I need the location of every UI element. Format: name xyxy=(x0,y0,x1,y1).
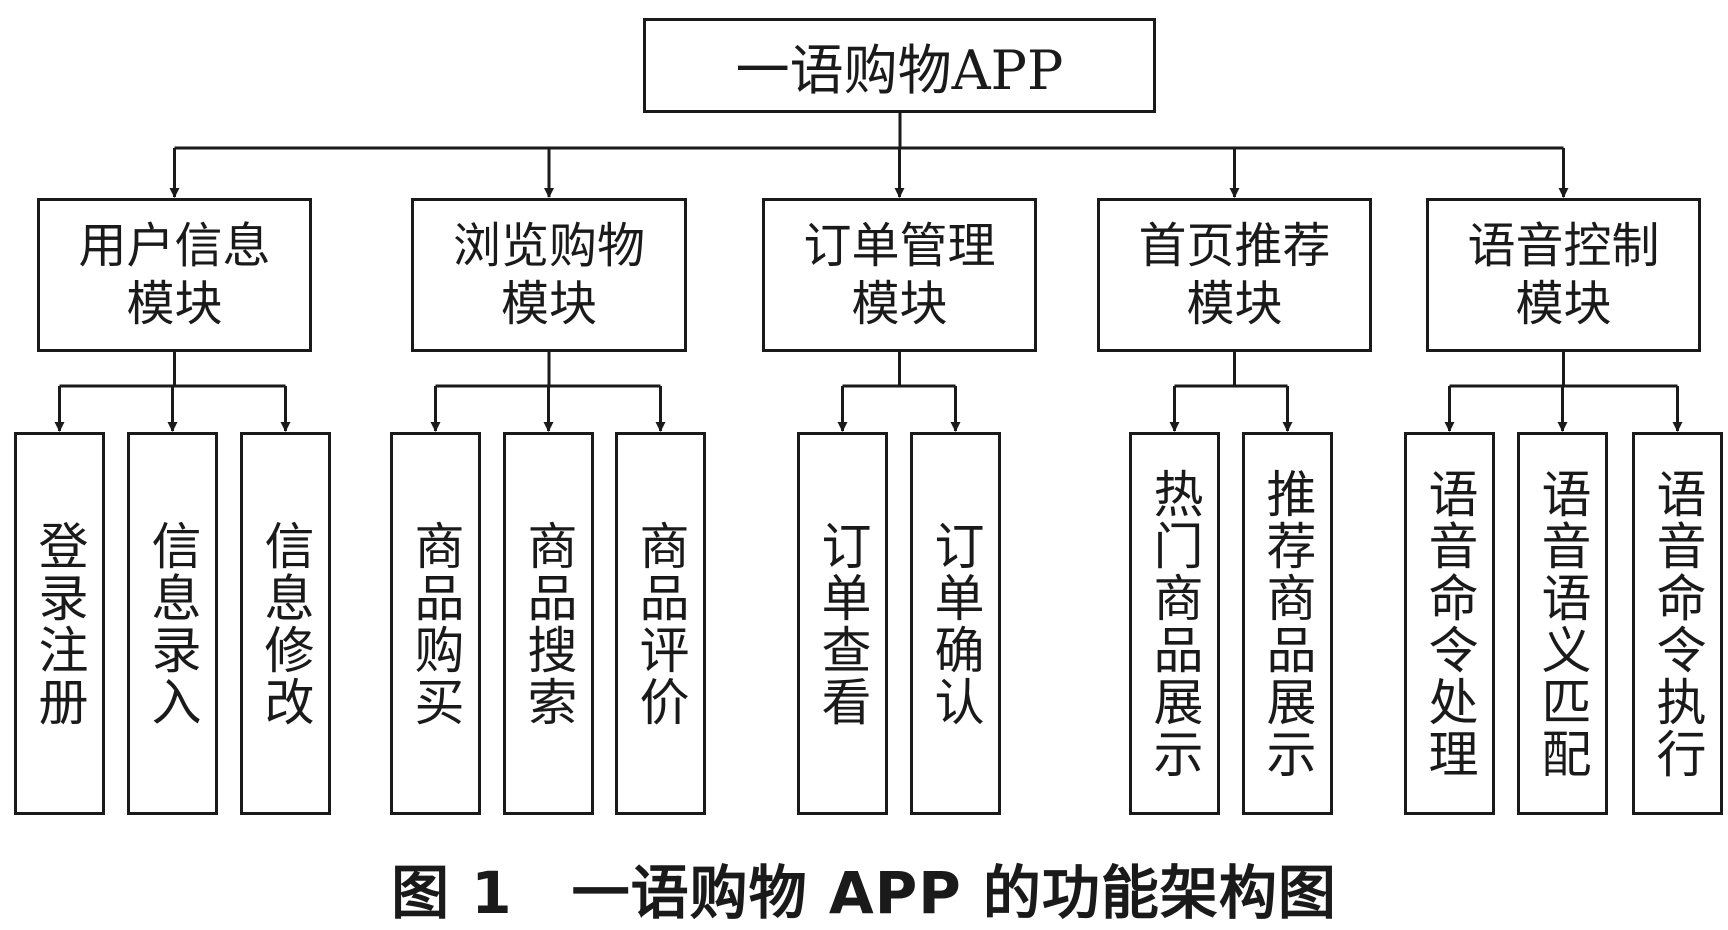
figure-caption: 图 1 一语购物 APP 的功能架构图 xyxy=(391,859,1337,927)
feature-label: 商品搜索 xyxy=(519,519,578,728)
feature-label: 订单确认 xyxy=(926,519,985,728)
module-label-line1: 订单管理 xyxy=(803,218,996,274)
feature-label: 信息修改 xyxy=(256,519,315,728)
module-label-line2: 模块 xyxy=(1186,276,1283,332)
feature-box: 商品评价 xyxy=(615,432,706,815)
feature-box: 语音命令处理 xyxy=(1404,432,1495,815)
module-label-line1: 用户信息 xyxy=(78,218,271,274)
feature-box: 热门商品展示 xyxy=(1129,432,1220,815)
module-label-line2: 模块 xyxy=(851,276,948,332)
module-box: 浏览购物模块 xyxy=(411,198,687,352)
feature-box: 信息录入 xyxy=(127,432,218,815)
feature-box: 订单确认 xyxy=(910,432,1001,815)
root-label: 一语购物APP xyxy=(735,39,1064,102)
feature-box: 商品购买 xyxy=(390,432,481,815)
root-node: 一语购物APP xyxy=(643,18,1156,113)
feature-label: 热门商品展示 xyxy=(1145,467,1204,780)
feature-label: 语音语义匹配 xyxy=(1533,467,1592,780)
feature-label: 推荐商品展示 xyxy=(1258,467,1317,780)
module-label-line1: 浏览购物 xyxy=(452,218,645,274)
module-label-line1: 语音控制 xyxy=(1467,218,1660,274)
feature-label: 登录注册 xyxy=(30,519,89,728)
feature-box: 订单查看 xyxy=(797,432,888,815)
feature-label: 订单查看 xyxy=(813,519,872,728)
module-label-line2: 模块 xyxy=(126,276,223,332)
feature-box: 登录注册 xyxy=(14,432,105,815)
module-box: 首页推荐模块 xyxy=(1097,198,1372,352)
module-label-line2: 模块 xyxy=(500,276,597,332)
feature-label: 语音命令处理 xyxy=(1420,467,1479,780)
feature-box: 语音命令执行 xyxy=(1632,432,1723,815)
module-box: 用户信息模块 xyxy=(37,198,312,352)
module-box: 订单管理模块 xyxy=(762,198,1037,352)
feature-box: 语音语义匹配 xyxy=(1517,432,1608,815)
feature-box: 推荐商品展示 xyxy=(1242,432,1333,815)
feature-label: 商品购买 xyxy=(406,519,465,728)
module-box: 语音控制模块 xyxy=(1426,198,1701,352)
module-label-line2: 模块 xyxy=(1515,276,1612,332)
module-label-line1: 首页推荐 xyxy=(1138,218,1331,274)
feature-label: 语音命令执行 xyxy=(1648,467,1707,780)
feature-label: 信息录入 xyxy=(143,519,202,728)
feature-box: 商品搜索 xyxy=(503,432,594,815)
feature-label: 商品评价 xyxy=(631,519,690,728)
feature-box: 信息修改 xyxy=(240,432,331,815)
